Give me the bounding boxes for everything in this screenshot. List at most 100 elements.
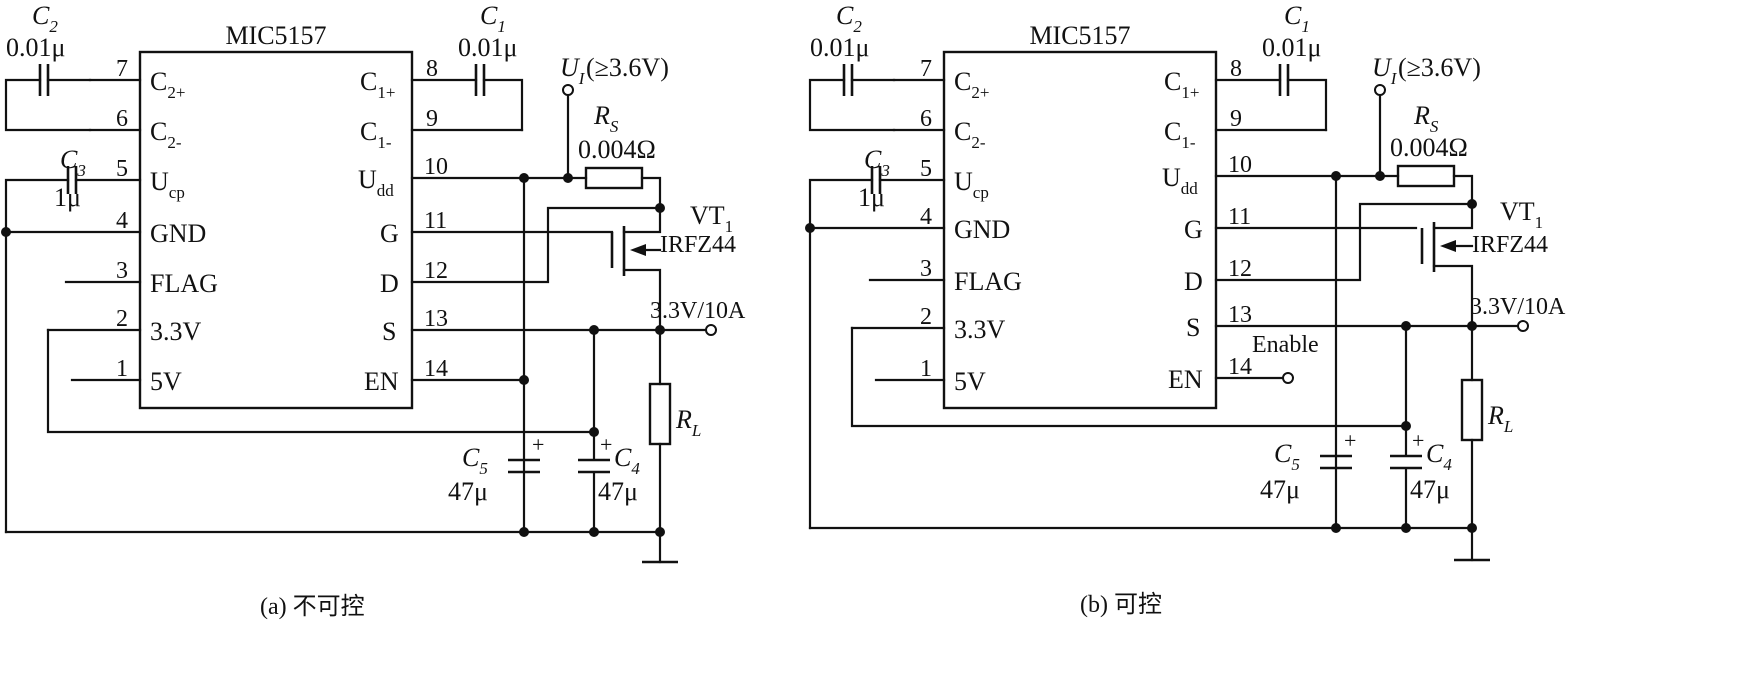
svg-text:47μ: 47μ [1410, 475, 1450, 504]
wire-feedback-3v3 [850, 326, 1408, 428]
svg-text:VT1: VT1 [1500, 197, 1543, 232]
svg-text:+: + [1344, 428, 1356, 453]
pin-11: 11 G [380, 208, 614, 248]
svg-text:1: 1 [116, 356, 128, 382]
pin-4: 4 GND [808, 204, 1010, 244]
pin-1: 1 5V [70, 356, 182, 396]
svg-text:G: G [380, 219, 399, 248]
svg-text:C5: C5 [1274, 439, 1300, 474]
svg-text:10: 10 [1228, 152, 1252, 178]
svg-text:4: 4 [920, 204, 932, 230]
pin-12: 12 D [1184, 202, 1474, 296]
junction-gnd-c5 [519, 527, 529, 537]
svg-text:C2: C2 [836, 1, 862, 36]
chip-name: MIC5157 [1029, 21, 1130, 50]
svg-text:Udd: Udd [358, 165, 394, 200]
svg-text:C1+: C1+ [360, 67, 395, 102]
svg-text:0.01μ: 0.01μ [6, 33, 65, 62]
svg-text:9: 9 [426, 106, 438, 132]
svg-text:4: 4 [116, 208, 128, 234]
svg-text:RS: RS [1413, 101, 1439, 136]
svg-text:5V: 5V [954, 367, 986, 396]
pin-10: 10 Udd [358, 154, 588, 200]
pin-11: 11 G [1184, 204, 1418, 244]
svg-text:S: S [382, 317, 396, 346]
pin-5: 5 Ucp [878, 156, 989, 202]
junction-udd [1331, 171, 1341, 181]
svg-text:10: 10 [424, 154, 448, 180]
junction-gnd-c4 [1401, 523, 1411, 533]
chip-body [942, 50, 1218, 410]
chip-name: MIC5157 [225, 21, 326, 50]
junction-input [563, 173, 573, 183]
pin-1: 1 5V [874, 356, 986, 396]
pin-8: 8 C1+ [360, 56, 478, 102]
svg-text:47μ: 47μ [448, 477, 488, 506]
junction-input [1375, 171, 1385, 181]
svg-text:Udd: Udd [1162, 163, 1198, 198]
input-terminal: UI (≥3.6V) [560, 53, 669, 180]
svg-text:12: 12 [424, 258, 448, 284]
svg-text:GND: GND [150, 219, 206, 248]
svg-text:RL: RL [675, 405, 701, 440]
pin-6: 6 C2- [88, 106, 182, 152]
svg-text:8: 8 [1230, 56, 1242, 82]
svg-text:+: + [600, 432, 612, 457]
capacitor-c2: C2 0.01μ [4, 1, 92, 132]
capacitor-c5: + C5 47μ [1260, 428, 1356, 504]
svg-text:+: + [532, 432, 544, 457]
resistor-rs: RS 0.004Ω [1390, 101, 1474, 206]
pin-2: 2 3.3V [46, 306, 202, 346]
svg-text:5: 5 [116, 156, 128, 182]
svg-text:IRFZ44: IRFZ44 [660, 232, 736, 258]
svg-text:2: 2 [116, 306, 128, 332]
svg-text:47μ: 47μ [598, 477, 638, 506]
circuit-a: MIC5157 7 C2+ 6 C2- 5 Ucp 4 GND 3 FLAG [1, 1, 746, 620]
junction-gnd-left [1, 227, 11, 237]
circuit-b: MIC5157 7 C2+ 6 C2- 5 Ucp 4 GND 3 FLAG [805, 1, 1566, 618]
svg-text:UI: UI [1372, 53, 1398, 88]
junction-gnd-c4 [589, 527, 599, 537]
junction-en [519, 375, 529, 385]
ground-symbol [1454, 526, 1490, 562]
svg-text:C2+: C2+ [954, 67, 989, 102]
caption: (b) 可控 [1080, 591, 1162, 618]
junction-udd [519, 173, 529, 183]
pin-3: 3 FLAG [868, 256, 1022, 296]
svg-text:3.3V/10A: 3.3V/10A [650, 298, 746, 324]
svg-text:47μ: 47μ [1260, 475, 1300, 504]
svg-text:GND: GND [954, 215, 1010, 244]
svg-text:0.01μ: 0.01μ [810, 33, 869, 62]
svg-text:14: 14 [424, 356, 448, 382]
svg-text:C2: C2 [32, 1, 58, 36]
svg-text:IRFZ44: IRFZ44 [1472, 232, 1548, 258]
svg-text:1μ: 1μ [858, 183, 885, 212]
junction-fb [1401, 421, 1411, 431]
svg-text:Ucp: Ucp [150, 167, 185, 202]
svg-text:13: 13 [1228, 302, 1252, 328]
svg-text:7: 7 [116, 56, 128, 82]
caption: (a) 不可控 [260, 593, 365, 620]
svg-text:C3: C3 [864, 145, 890, 180]
svg-text:3: 3 [116, 258, 128, 284]
svg-text:C1+: C1+ [1164, 67, 1199, 102]
svg-text:3.3V/10A: 3.3V/10A [1470, 294, 1566, 320]
svg-text:11: 11 [424, 208, 447, 234]
capacitor-c1: C1 0.01μ [1262, 1, 1328, 132]
capacitor-c2: C2 0.01μ [808, 1, 896, 132]
pin-9: 9 C1- [360, 106, 524, 152]
pin-6: 6 C2- [892, 106, 986, 152]
svg-text:14: 14 [1228, 354, 1252, 380]
svg-text:+: + [1412, 428, 1424, 453]
svg-text:3.3V: 3.3V [150, 317, 202, 346]
svg-text:0.004Ω: 0.004Ω [578, 135, 656, 164]
mosfet-vt1: VT1 IRFZ44 [1420, 197, 1548, 328]
pin-10: 10 Udd [1162, 152, 1400, 198]
svg-text:0.01μ: 0.01μ [458, 33, 517, 62]
svg-text:Ucp: Ucp [954, 167, 989, 202]
pin-9: 9 C1- [1164, 106, 1328, 152]
junction-gnd-left [805, 223, 815, 233]
svg-text:(≥3.6V): (≥3.6V) [1398, 53, 1481, 82]
svg-text:0.01μ: 0.01μ [1262, 33, 1321, 62]
